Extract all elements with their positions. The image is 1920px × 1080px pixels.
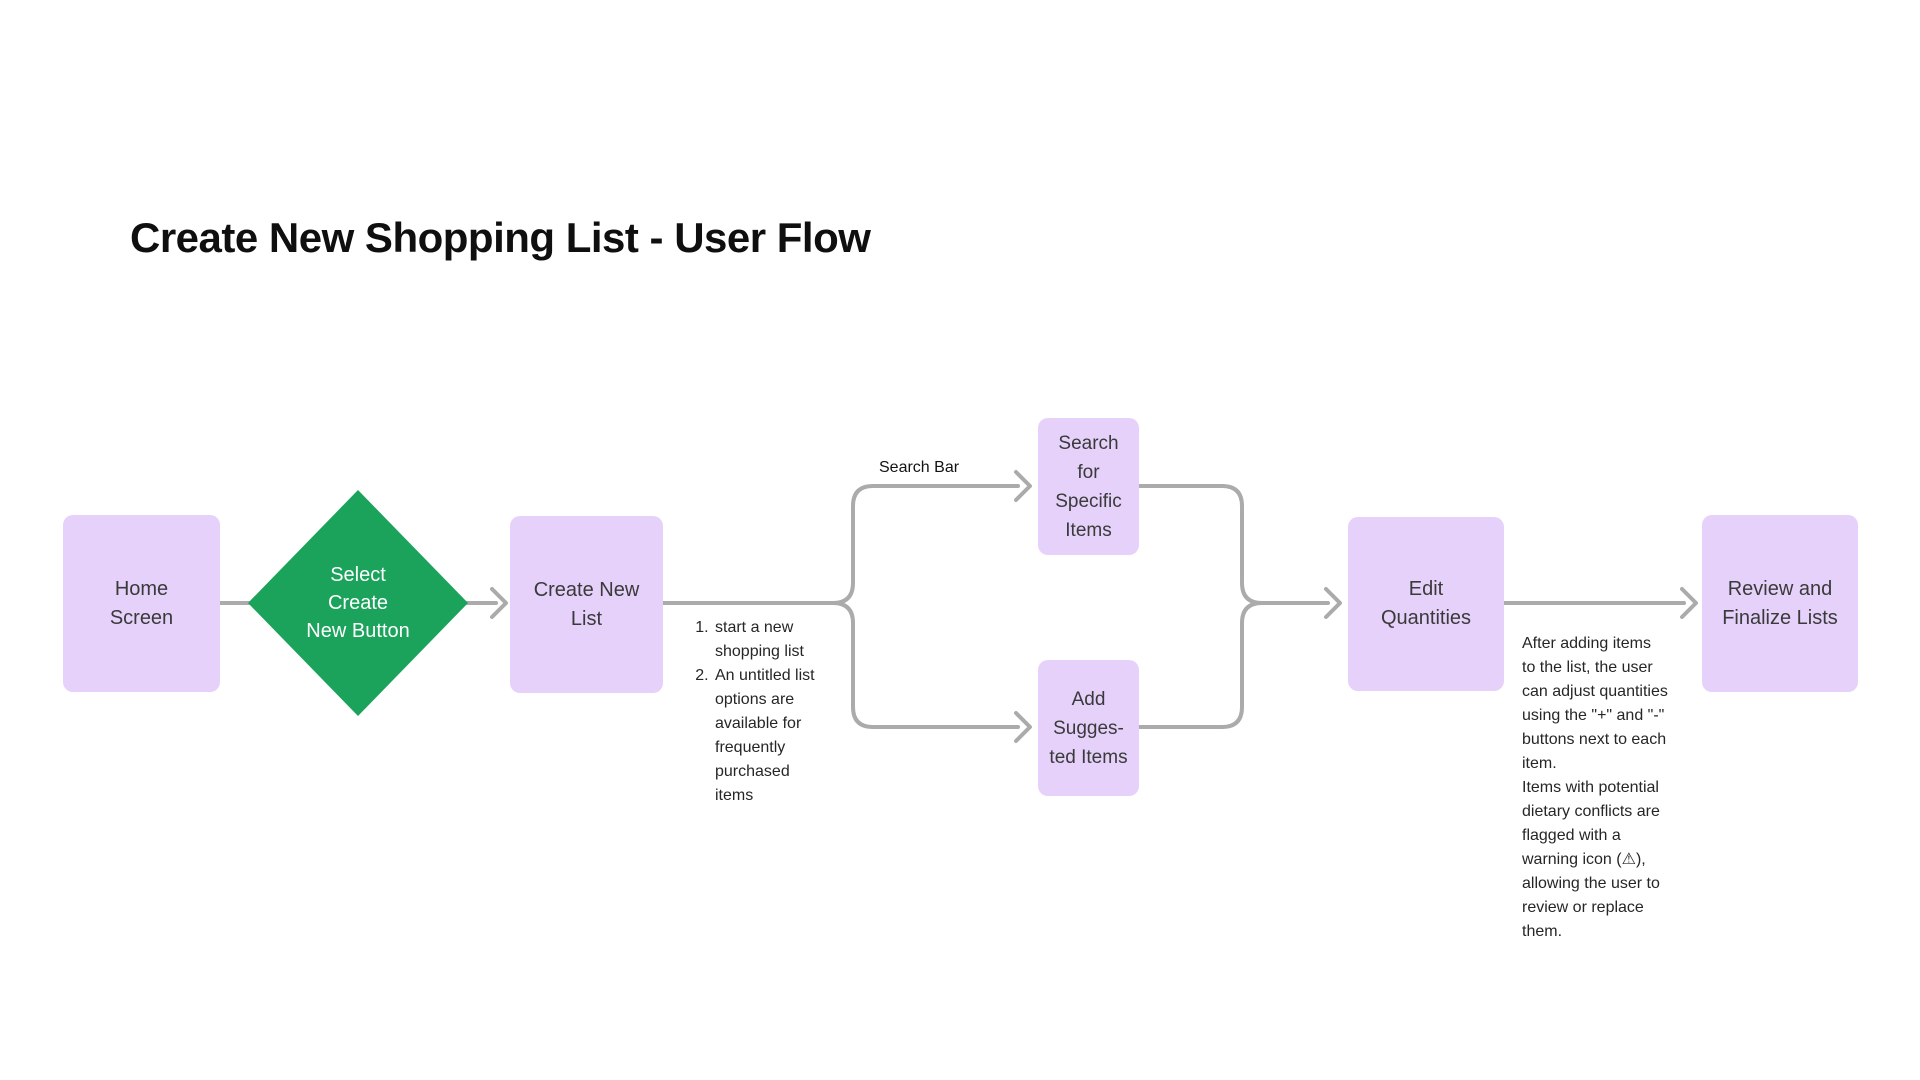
edge-add-to-merge (1137, 601, 1264, 729)
list-item: start a new shopping list (713, 616, 831, 664)
node-create-new-list[interactable]: Create New List (510, 516, 663, 693)
edge-search-to-merge (1137, 484, 1264, 605)
edge-label-search-bar: Search Bar (879, 459, 960, 476)
diamond-shape (248, 490, 468, 716)
arrowhead-add (1014, 711, 1032, 743)
arrowhead-create (490, 587, 508, 619)
node-home-screen[interactable]: Home Screen (63, 515, 220, 692)
create-list-notes: start a new shopping listAn untitled lis… (687, 616, 831, 808)
edit-quantities-note: After adding items to the list, the user… (1522, 635, 1668, 940)
edge-create-to-search (661, 484, 1020, 605)
arrowhead-search (1014, 470, 1032, 502)
page-title: Create New Shopping List - User Flow (130, 214, 871, 261)
arrowhead-review (1680, 587, 1698, 619)
arrowhead-edit (1324, 587, 1342, 619)
node-select-create-new-button[interactable]: Select Create New Button (248, 490, 468, 716)
create-list-notes-ol: start a new shopping listAn untitled lis… (687, 616, 831, 808)
node-review-finalize-lists[interactable]: Review and Finalize Lists (1702, 515, 1858, 692)
node-add-suggested-items[interactable]: Add Sugges- ted Items (1038, 660, 1139, 796)
diamond-label: Select Create New Button (306, 564, 410, 642)
node-edit-quantities[interactable]: Edit Quantities (1348, 517, 1504, 691)
list-item: An untitled list options are available f… (713, 664, 831, 808)
node-search-specific-items[interactable]: Search for Specific Items (1038, 418, 1139, 555)
